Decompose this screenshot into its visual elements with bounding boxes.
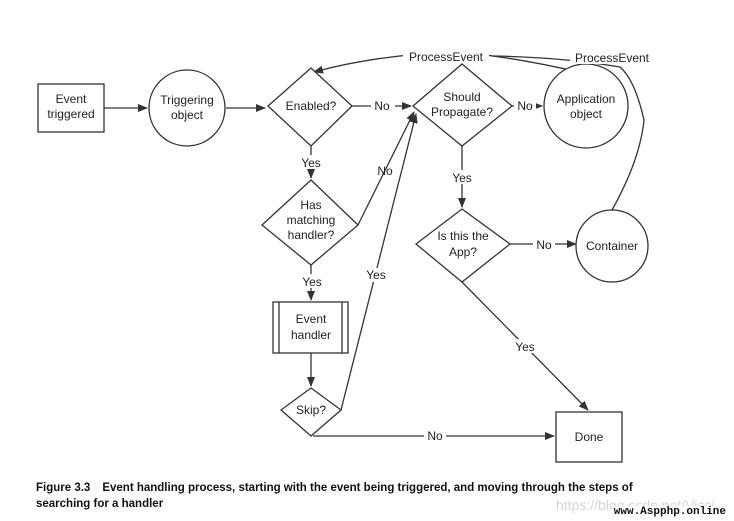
figure-number: Figure 3.3	[36, 482, 91, 494]
node-has-matching-handler-decision: Has matching handler?	[261, 179, 359, 266]
application-object-line-1: Application	[557, 92, 616, 106]
site-label: www.Aspphp.online	[611, 506, 728, 518]
node-container: Container	[575, 209, 649, 283]
is-this-the-app-line-2: App?	[449, 245, 477, 259]
edge-label-propagate-yes: Yes	[452, 171, 472, 185]
enabled-label: Enabled?	[286, 99, 337, 113]
node-event-handler-process: Event handler	[272, 301, 349, 354]
edge-label-app-yes: Yes	[515, 340, 535, 354]
event-triggered-line-2: triggered	[47, 107, 94, 121]
edge-label-app-no: No	[536, 238, 552, 252]
should-propagate-line-1: Should	[443, 90, 480, 104]
node-should-propagate-decision: Should Propagate?	[411, 63, 514, 147]
event-triggered-line-1: Event	[56, 92, 87, 106]
edge-label-process-event-2: ProcessEvent	[575, 51, 650, 65]
should-propagate-line-2: Propagate?	[431, 105, 493, 119]
triggering-object-line-1: Triggering	[160, 93, 214, 107]
node-done: Done	[555, 411, 623, 463]
node-application-object: Application object	[543, 63, 629, 149]
figure-caption-text: Event handling process, starting with th…	[36, 482, 633, 510]
edge-handler-no	[357, 111, 415, 226]
edge-label-process-event-1: ProcessEvent	[409, 50, 484, 64]
done-label: Done	[575, 430, 604, 444]
has-matching-handler-line-1: Has	[300, 198, 321, 212]
node-event-triggered: Event triggered	[37, 83, 105, 133]
node-skip-decision: Skip?	[279, 387, 343, 437]
edge-label-propagate-no: No	[517, 99, 533, 113]
edge-label-enabled-no: No	[374, 99, 390, 113]
node-enabled-decision: Enabled?	[267, 67, 353, 147]
event-handler-line-1: Event	[296, 312, 327, 326]
has-matching-handler-line-3: handler?	[288, 228, 335, 242]
node-is-this-the-app-decision: Is this the App?	[414, 208, 512, 283]
skip-label: Skip?	[296, 403, 326, 417]
edge-labels: No Yes No Yes Yes No No Yes No Yes Proce…	[299, 49, 654, 443]
event-handler-line-2: handler	[291, 328, 331, 342]
container-label: Container	[586, 239, 638, 253]
edge-skip-yes	[340, 113, 418, 411]
node-triggering-object: Triggering object	[148, 69, 226, 147]
edge-label-skip-yes: Yes	[366, 268, 386, 282]
triggering-object-line-2: object	[171, 108, 204, 122]
edge-label-skip-no: No	[427, 429, 443, 443]
edge-label-enabled-yes: Yes	[301, 156, 321, 170]
edge-process-event-container	[491, 55, 645, 211]
has-matching-handler-line-2: matching	[287, 213, 336, 227]
application-object-line-2: object	[570, 107, 603, 121]
is-this-the-app-line-1: Is this the	[437, 229, 489, 243]
edge-label-handler-yes: Yes	[302, 275, 322, 289]
edge-label-handler-no: No	[377, 164, 393, 178]
